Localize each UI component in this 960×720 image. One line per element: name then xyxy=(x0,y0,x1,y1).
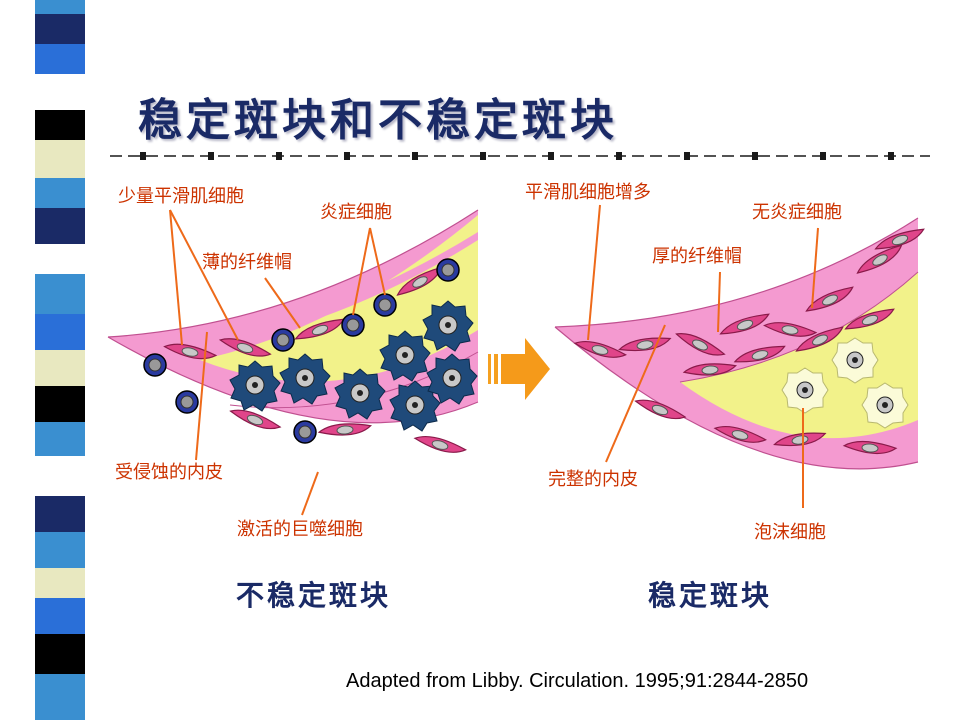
inflammatory-cell xyxy=(175,390,199,414)
label-thin-fibrous-cap: 薄的纤维帽 xyxy=(202,252,292,273)
label-few-smooth-muscle-cells: 少量平滑肌细胞 xyxy=(118,186,244,207)
inflammatory-cell xyxy=(143,353,167,377)
stable-plaque-illustration xyxy=(554,217,927,470)
foam-cell xyxy=(781,367,829,414)
caption-unstable-plaque: 不稳定斑块 xyxy=(236,579,392,612)
caption-stable-plaque: 稳定斑块 xyxy=(648,579,773,612)
label-more-smooth-muscle-cells: 平滑肌细胞增多 xyxy=(525,182,651,203)
foam-cell xyxy=(861,382,909,429)
foam-cell xyxy=(831,337,879,384)
label-thick-fibrous-cap: 厚的纤维帽 xyxy=(652,246,742,267)
title-divider xyxy=(110,152,930,160)
label-intact-endothelium: 完整的内皮 xyxy=(548,469,638,490)
inflammatory-cell xyxy=(341,313,365,337)
label-inflammatory-cells: 炎症细胞 xyxy=(320,202,392,223)
inflammatory-cell xyxy=(293,420,317,444)
smooth-muscle-cell xyxy=(317,421,372,438)
slide-title: 稳定斑块和不稳定斑块 xyxy=(138,95,618,146)
unstable-plaque-illustration xyxy=(107,209,479,458)
inflammatory-cell xyxy=(436,258,460,282)
stable-leader-lines xyxy=(587,204,819,508)
label-eroded-endothelium: 受侵蚀的内皮 xyxy=(115,462,223,483)
stable-lipid-core xyxy=(680,272,918,439)
transition-arrow xyxy=(488,338,550,400)
label-no-inflammatory-cells: 无炎症细胞 xyxy=(752,202,842,223)
unstable-leader-lines xyxy=(169,209,386,516)
smooth-muscle-cell xyxy=(228,404,283,435)
inflammatory-cell xyxy=(373,293,397,317)
inflammatory-cell xyxy=(271,328,295,352)
citation: Adapted from Libby. Circulation. 1995;91… xyxy=(346,670,809,692)
decorative-stripe-bar xyxy=(35,0,85,720)
smooth-muscle-cell xyxy=(412,431,468,458)
label-foam-cells: 泡沫细胞 xyxy=(754,522,826,543)
label-activated-macrophage: 激活的巨噬细胞 xyxy=(237,519,363,540)
